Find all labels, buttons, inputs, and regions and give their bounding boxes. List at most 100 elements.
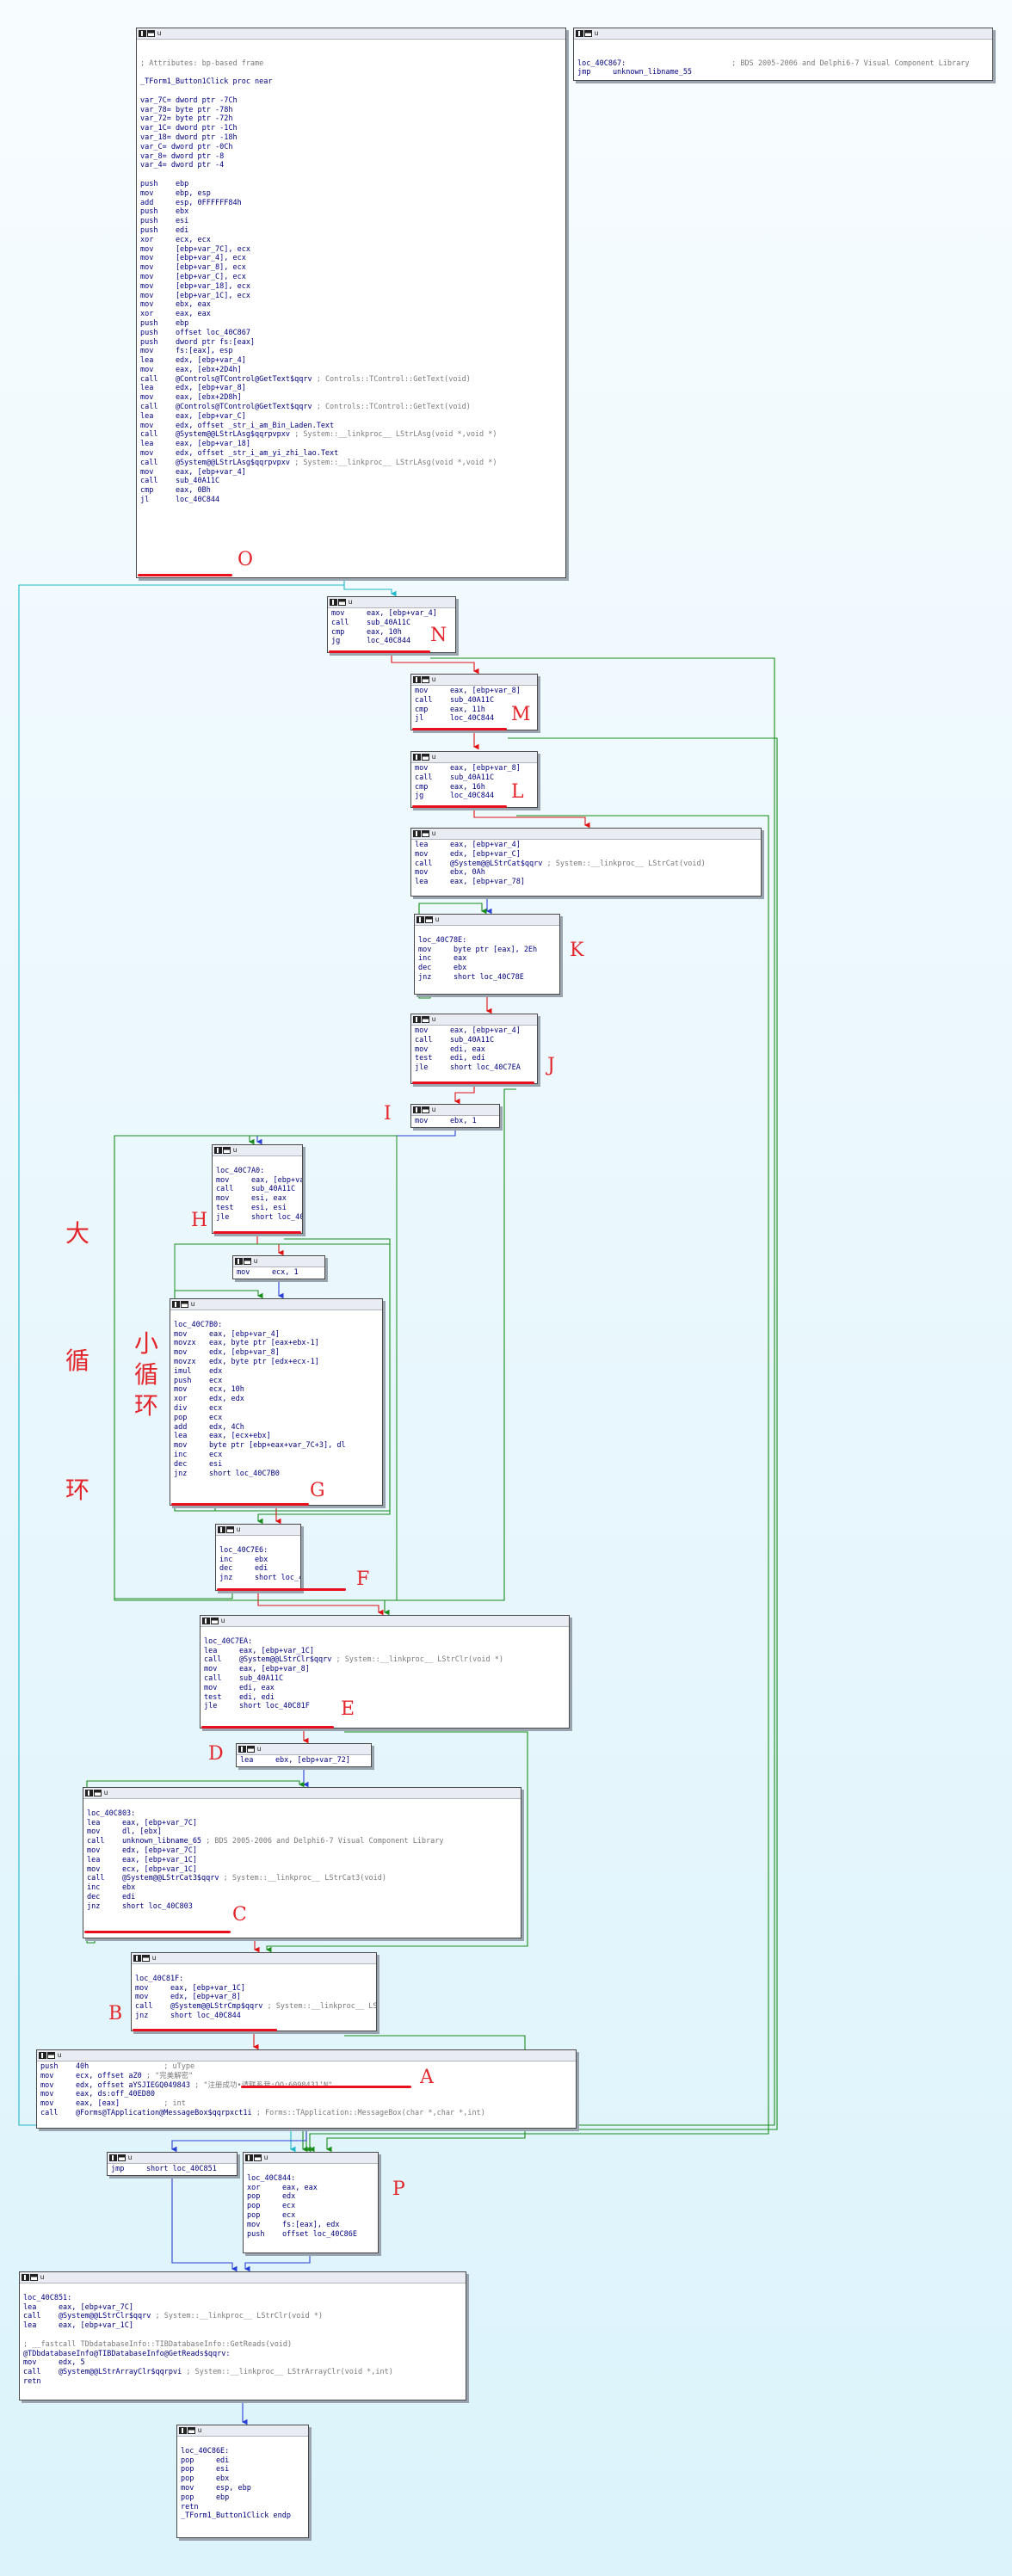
block-header[interactable]: u bbox=[132, 1953, 376, 1964]
edit-icon[interactable]: u bbox=[236, 1525, 241, 1533]
block-header[interactable]: u bbox=[244, 2153, 378, 2164]
graph-icon[interactable] bbox=[422, 754, 429, 761]
block-header[interactable]: u bbox=[177, 2425, 308, 2437]
block-header[interactable]: u bbox=[411, 675, 537, 686]
color-icon[interactable] bbox=[109, 2154, 117, 2161]
color-icon[interactable] bbox=[413, 830, 421, 837]
code-block-entry[interactable]: u; Attributes: bp-based frame_TForm1_But… bbox=[136, 28, 566, 578]
graph-icon[interactable] bbox=[188, 2427, 195, 2434]
block-header[interactable]: u bbox=[213, 1145, 302, 1156]
graph-icon[interactable] bbox=[422, 676, 429, 683]
color-icon[interactable] bbox=[330, 599, 337, 606]
edit-icon[interactable]: u bbox=[256, 1745, 262, 1753]
block-header[interactable]: u bbox=[411, 1105, 499, 1116]
graph-icon[interactable] bbox=[118, 2154, 126, 2161]
block-header[interactable]: u bbox=[411, 1014, 537, 1026]
edit-icon[interactable]: u bbox=[431, 829, 436, 837]
color-icon[interactable] bbox=[413, 1106, 421, 1113]
edit-icon[interactable]: u bbox=[157, 29, 162, 37]
graph-icon[interactable] bbox=[422, 1106, 429, 1113]
color-icon[interactable] bbox=[202, 1618, 210, 1624]
edit-icon[interactable]: u bbox=[263, 2154, 268, 2161]
block-header[interactable]: u bbox=[216, 1525, 300, 1536]
block-header[interactable]: u bbox=[328, 597, 455, 608]
edit-icon[interactable]: u bbox=[594, 29, 599, 37]
edit-icon[interactable]: u bbox=[348, 598, 353, 606]
graph-icon[interactable] bbox=[47, 2052, 55, 2059]
color-icon[interactable] bbox=[22, 2274, 29, 2281]
edit-icon[interactable]: u bbox=[220, 1617, 225, 1624]
block-header[interactable]: u bbox=[108, 2153, 237, 2164]
block-header[interactable]: u bbox=[411, 752, 537, 763]
color-icon[interactable] bbox=[235, 1258, 243, 1265]
graph-icon[interactable] bbox=[422, 830, 429, 837]
color-icon[interactable] bbox=[417, 916, 424, 923]
block-header[interactable]: u bbox=[201, 1616, 569, 1627]
color-icon[interactable] bbox=[413, 676, 421, 683]
color-icon[interactable] bbox=[85, 1790, 93, 1796]
edit-icon[interactable]: u bbox=[431, 753, 436, 761]
edit-icon[interactable]: u bbox=[253, 1257, 258, 1265]
color-icon[interactable] bbox=[133, 1955, 141, 1962]
graph-icon[interactable] bbox=[584, 30, 592, 37]
color-icon[interactable] bbox=[39, 2052, 46, 2059]
edit-icon[interactable]: u bbox=[232, 1146, 238, 1154]
edit-icon[interactable]: u bbox=[431, 675, 436, 683]
color-icon[interactable] bbox=[238, 1746, 246, 1753]
block-header[interactable]: u bbox=[170, 1299, 382, 1310]
color-icon[interactable] bbox=[214, 1147, 222, 1154]
color-icon[interactable] bbox=[172, 1301, 180, 1308]
edit-icon[interactable]: u bbox=[40, 2273, 45, 2281]
color-icon[interactable] bbox=[413, 754, 421, 761]
graph-icon[interactable] bbox=[425, 916, 433, 923]
color-icon[interactable] bbox=[139, 30, 146, 37]
block-header[interactable]: u bbox=[20, 2272, 466, 2283]
color-icon[interactable] bbox=[576, 30, 583, 37]
graph-icon[interactable] bbox=[244, 1258, 251, 1265]
block-header[interactable]: u bbox=[37, 2050, 576, 2061]
graph-icon[interactable] bbox=[30, 2274, 38, 2281]
graph-icon[interactable] bbox=[226, 1526, 234, 1533]
edit-icon[interactable]: u bbox=[435, 915, 440, 923]
graph-icon[interactable] bbox=[223, 1147, 231, 1154]
graph-icon[interactable] bbox=[211, 1618, 219, 1624]
edit-icon[interactable]: u bbox=[190, 1300, 195, 1308]
graph-icon[interactable] bbox=[422, 1016, 429, 1023]
block-header[interactable]: u bbox=[415, 915, 559, 926]
color-icon[interactable] bbox=[413, 1016, 421, 1023]
edit-icon[interactable]: u bbox=[431, 1106, 436, 1113]
block-header[interactable]: u bbox=[83, 1788, 521, 1799]
color-icon[interactable] bbox=[218, 1526, 225, 1533]
graph-icon[interactable] bbox=[147, 30, 155, 37]
block-header[interactable]: u bbox=[233, 1256, 324, 1267]
color-icon[interactable] bbox=[179, 2427, 187, 2434]
edit-icon[interactable]: u bbox=[127, 2154, 133, 2161]
block-header[interactable]: u bbox=[411, 829, 761, 840]
color-icon[interactable] bbox=[245, 2154, 253, 2161]
edit-icon[interactable]: u bbox=[197, 2426, 202, 2434]
graph-icon[interactable] bbox=[247, 1746, 255, 1753]
block-header[interactable]: u bbox=[237, 1744, 371, 1755]
graph-icon[interactable] bbox=[142, 1955, 150, 1962]
edit-icon[interactable]: u bbox=[431, 1015, 436, 1023]
graph-icon[interactable] bbox=[94, 1790, 102, 1796]
